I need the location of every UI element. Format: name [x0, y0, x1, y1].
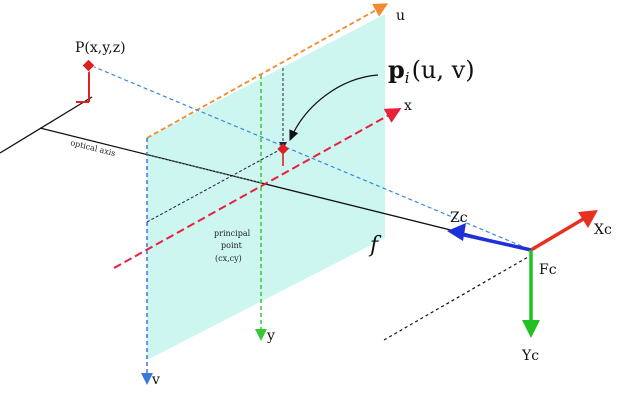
- zc-arrow: [459, 232, 532, 252]
- label-camera-xc: Xc: [594, 222, 612, 238]
- dashed-base-line: [383, 256, 529, 341]
- projection-ray: [91, 65, 532, 251]
- label-axis-y: y: [266, 328, 275, 344]
- label-principal-1: principal: [214, 229, 251, 238]
- v-projection-line: [146, 147, 284, 223]
- label-axis-x: x: [404, 98, 412, 114]
- world-base-line: [0, 96, 93, 154]
- label-image-point-index: i: [405, 69, 410, 87]
- xc-arrow: [530, 216, 586, 252]
- label-image-point-coords: (u, v): [412, 56, 475, 84]
- label-principal-3: (cx,cy): [215, 254, 242, 263]
- optical-axis-line: [39, 127, 532, 251]
- image-point-pointer: [289, 74, 379, 142]
- label-principal-2: point: [221, 241, 243, 250]
- image-point-marker: [277, 143, 289, 155]
- zc-arrowhead: [447, 223, 466, 241]
- optical-axis-through-plane: [146, 154, 263, 184]
- x-axis: [113, 108, 402, 269]
- yc-arrowhead: [522, 320, 540, 338]
- label-point-world: P(x,y,z): [75, 40, 126, 56]
- label-camera-frame: Fc: [539, 262, 557, 278]
- label-camera-zc: Zc: [450, 210, 468, 226]
- label-image-point-prefix: p: [388, 55, 405, 84]
- point-p-marker: [81, 58, 96, 73]
- u-axis: [146, 3, 389, 139]
- label-image-point: pi(u, v): [388, 55, 475, 87]
- image-plane: [147, 14, 385, 360]
- label-camera-yc: Yc: [521, 348, 539, 364]
- xc-arrowhead: [578, 210, 598, 228]
- label-axis-u: u: [396, 8, 405, 24]
- label-axis-v: v: [151, 372, 160, 388]
